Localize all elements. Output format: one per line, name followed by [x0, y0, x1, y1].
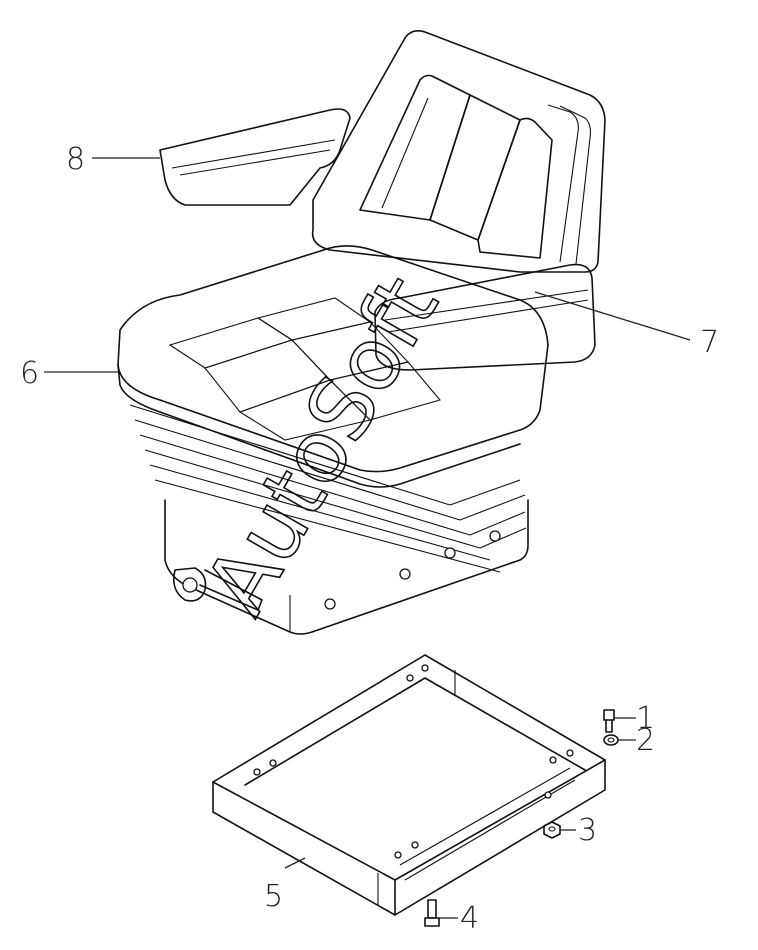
left-armrest [159, 108, 351, 206]
callout-7: 7 [534, 291, 719, 360]
svg-text:6: 6 [20, 356, 39, 391]
bolt-part-4 [424, 899, 440, 927]
mounting-frame [212, 654, 606, 916]
nut-part-3 [543, 821, 561, 839]
watermark: AutoSoft [186, 260, 459, 631]
svg-text:AutoSoft: AutoSoft [187, 261, 458, 631]
callout-1: 1 [614, 701, 655, 736]
svg-text:8: 8 [66, 142, 85, 177]
svg-text:4: 4 [460, 901, 479, 936]
callout-5: 5 [264, 857, 306, 914]
callout-8: 8 [66, 142, 160, 177]
right-armrest [374, 263, 596, 371]
svg-text:3: 3 [578, 813, 597, 848]
callout-2: 2 [618, 723, 655, 758]
callout-4: 4 [439, 901, 479, 936]
bolt-part-1 [603, 709, 615, 733]
svg-text:7: 7 [700, 325, 719, 360]
seat-assembly [117, 30, 606, 635]
svg-text:1: 1 [636, 701, 655, 736]
washer-part-2 [603, 734, 619, 746]
callout-3: 3 [560, 813, 597, 848]
svg-text:2: 2 [636, 723, 655, 758]
callout-6: 6 [20, 356, 118, 391]
svg-text:5: 5 [264, 879, 283, 914]
